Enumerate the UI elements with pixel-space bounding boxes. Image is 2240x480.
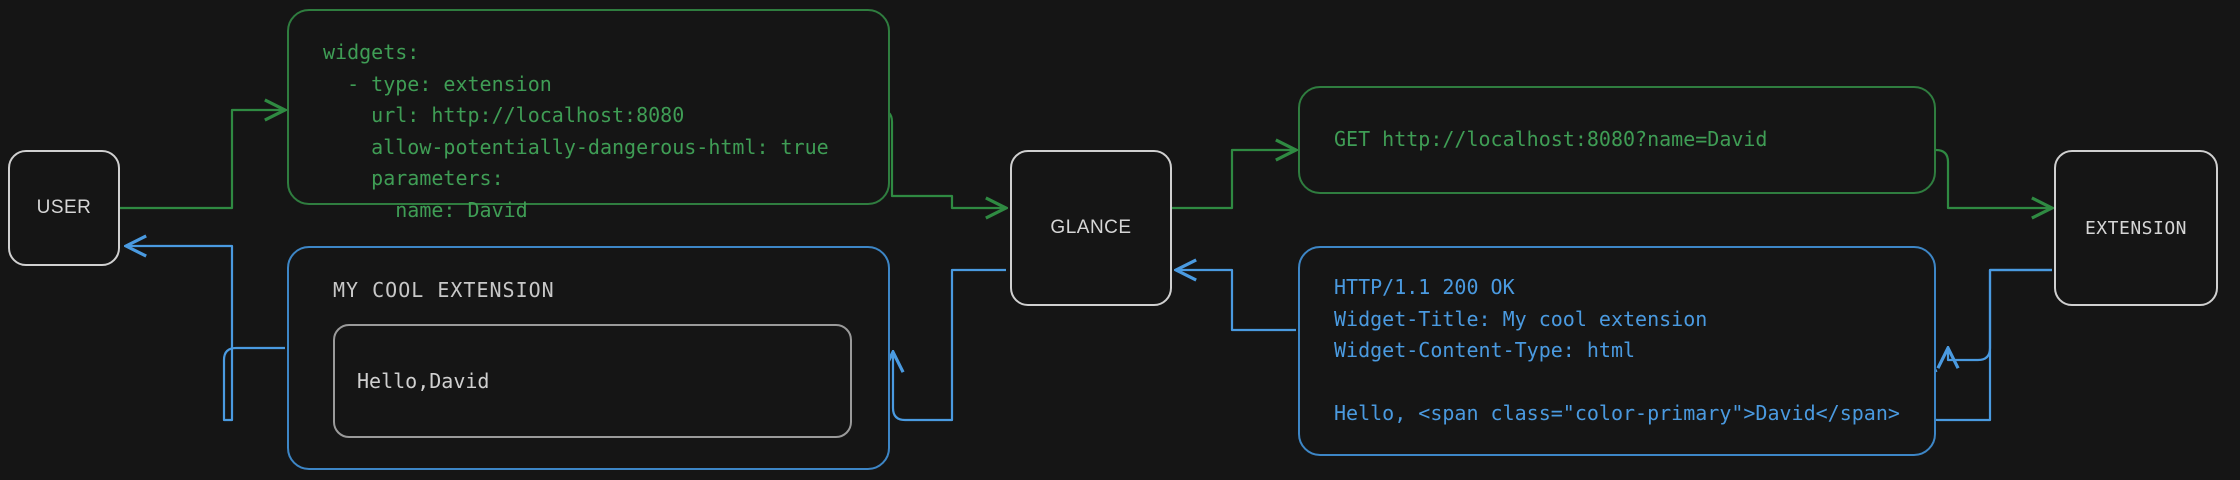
rendered-widget-card: Hello, David (333, 324, 852, 438)
widget-greeting-prefix: Hello, (357, 369, 430, 393)
http-request-box: GET http://localhost:8080?name=David (1298, 86, 1936, 194)
http-response-text: HTTP/1.1 200 OK Widget-Title: My cool ex… (1334, 275, 1900, 426)
node-glance[interactable]: GLANCE (1010, 150, 1172, 306)
edge-user-to-config (120, 110, 285, 210)
node-glance-label: GLANCE (1050, 217, 1132, 238)
http-response-box: HTTP/1.1 200 OK Widget-Title: My cool ex… (1298, 246, 1936, 456)
edge-extension-to-response-line (1926, 268, 2052, 422)
edge-glance-to-request (1172, 150, 1296, 210)
http-request-text: GET http://localhost:8080?name=David (1334, 127, 1768, 152)
widget-greeting-name: David (429, 369, 490, 393)
config-yaml-text: widgets: - type: extension url: http://l… (323, 40, 829, 222)
rendered-widget-box: MY COOL EXTENSION Hello, David (287, 246, 890, 470)
edge-request-to-extension (1935, 148, 2052, 208)
edge-response-to-glance (1176, 270, 1296, 332)
node-extension-label: EXTENSION (2084, 217, 2188, 239)
edge-widget-to-user (126, 246, 285, 422)
node-extension[interactable]: EXTENSION (2054, 150, 2218, 306)
rendered-widget-title: MY COOL EXTENSION (333, 278, 555, 302)
node-user[interactable]: USER (8, 150, 120, 266)
config-yaml-box: widgets: - type: extension url: http://l… (287, 9, 890, 222)
edge-glance-to-widget (893, 268, 1006, 422)
node-user-label: USER (36, 197, 92, 218)
edge-extension-to-response (1948, 268, 2052, 360)
